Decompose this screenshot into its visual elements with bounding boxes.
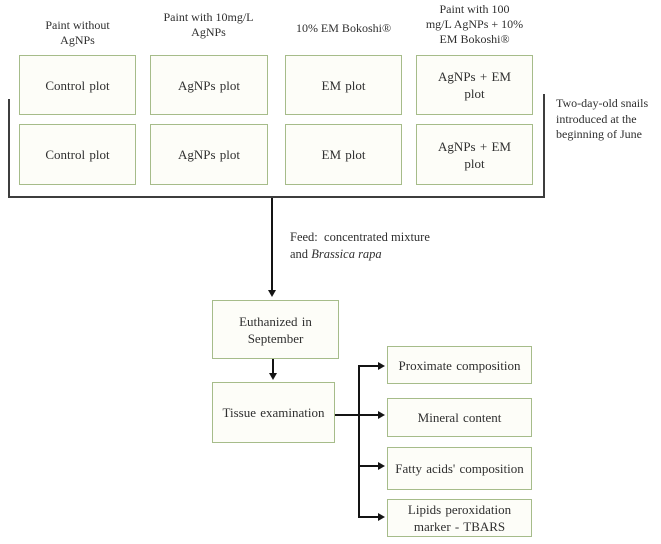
feed-arrow-line [271,198,273,290]
plot-box-control-row2: Control plot [19,124,136,185]
feed-note: Feed: concentrated mixture and Brassica r… [290,229,430,263]
side-note-line: beginning of June [556,127,642,141]
column-header-em: 10% EM Bokoshi® [285,21,402,36]
column-header-line: Paint with 10mg/L [163,10,254,24]
arrow-right-head [378,362,385,370]
branch-line-2 [358,414,379,416]
arrow-down-head [268,290,276,297]
result-box-fatty-acids: Fatty acids' composition [387,447,532,490]
feed-note-and: and [290,247,312,261]
euthanized-box: Euthanized in September [212,300,339,359]
plot-box-agnps-row1: AgNPs plot [150,55,268,115]
side-note: Two-day-old snails introduced at the beg… [556,96,660,143]
result-box-mineral: Mineral content [387,398,532,437]
column-header-line: Paint with 100 [439,2,510,16]
column-header-line: Paint without [45,18,110,32]
plot-box-control-row1: Control plot [19,55,136,115]
arrow-right-head [378,411,385,419]
bracket-bottom-line [8,196,545,198]
column-header-line: EM Bokoshi® [439,32,510,46]
tree-connector-line [335,414,359,416]
column-header-line: AgNPs [60,33,95,47]
bracket-left-line [8,99,10,198]
arrow-down-head [269,373,277,380]
feed-note-species: Brassica rapa [311,247,382,261]
plot-box-agnps-em-row2: AgNPs + EM plot [416,124,533,185]
column-header-line: 10% EM Bokoshi® [295,21,392,35]
side-note-line: introduced at the [556,111,637,126]
branch-line-1 [358,365,379,367]
plot-box-em-row1: EM plot [285,55,402,115]
plot-box-em-row2: EM plot [285,124,402,185]
result-box-proximate: Proximate composition [387,346,532,384]
step-arrow-line [272,359,274,374]
tissue-box: Tissue examination [212,382,335,443]
tree-spine [358,365,360,518]
plot-box-agnps-row2: AgNPs plot [150,124,268,185]
side-note-line: Two-day-old snails [556,96,649,110]
arrow-right-head [378,462,385,470]
branch-line-4 [358,516,379,518]
arrow-right-head [378,513,385,521]
column-header-control: Paint without AgNPs [19,18,136,48]
column-header-line: AgNPs [191,25,226,39]
result-box-tbars: Lipids peroxidation marker - TBARS [387,499,532,537]
plot-box-agnps-em-row1: AgNPs + EM plot [416,55,533,115]
column-header-agnps: Paint with 10mg/L AgNPs [150,10,267,40]
bracket-right-line [543,94,545,198]
column-header-line: mg/L AgNPs + 10% [425,17,524,31]
feed-note-line1: Feed: concentrated mixture [290,230,430,244]
column-header-agnps-em: Paint with 100 mg/L AgNPs + 10% EM Bokos… [409,2,540,47]
branch-line-3 [358,465,379,467]
